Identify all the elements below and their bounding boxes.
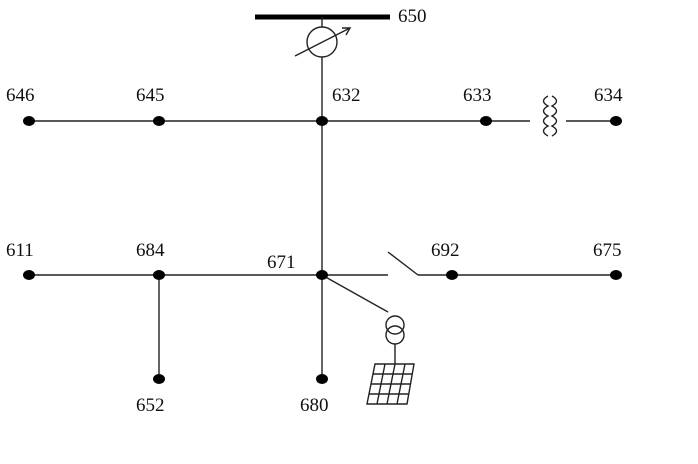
node-label-634: 634 [594, 85, 623, 106]
node-label-680: 680 [300, 395, 329, 416]
node-611-dot [23, 270, 35, 280]
node-label-646: 646 [6, 85, 35, 106]
node-646-dot [23, 116, 35, 126]
node-label-675: 675 [593, 240, 622, 261]
node-label-652: 652 [136, 395, 165, 416]
node-671-dot [316, 270, 328, 280]
node-652-dot [153, 374, 165, 384]
solar-panel-icon [366, 363, 415, 405]
node-675-dot [610, 270, 622, 280]
node-633-dot [480, 116, 492, 126]
node-label-611: 611 [6, 240, 34, 261]
node-684-dot [153, 270, 165, 280]
node-label-650: 650 [398, 6, 427, 27]
voltage-regulator-icon [294, 17, 352, 121]
node-label-633: 633 [463, 85, 492, 106]
two-winding-transformer-icon [385, 315, 405, 364]
line-671-pv [321, 274, 389, 313]
open-switch-icon [387, 251, 419, 276]
node-label-692: 692 [431, 240, 460, 261]
node-label-671: 671 [267, 252, 296, 273]
node-634-dot [610, 116, 622, 126]
transformer-coil-icon [542, 95, 558, 137]
node-label-684: 684 [136, 240, 165, 261]
node-692-dot [446, 270, 458, 280]
node-label-632: 632 [332, 85, 361, 106]
node-645-dot [153, 116, 165, 126]
node-680-dot [316, 374, 328, 384]
node-label-645: 645 [136, 85, 165, 106]
node-632-dot [316, 116, 328, 126]
